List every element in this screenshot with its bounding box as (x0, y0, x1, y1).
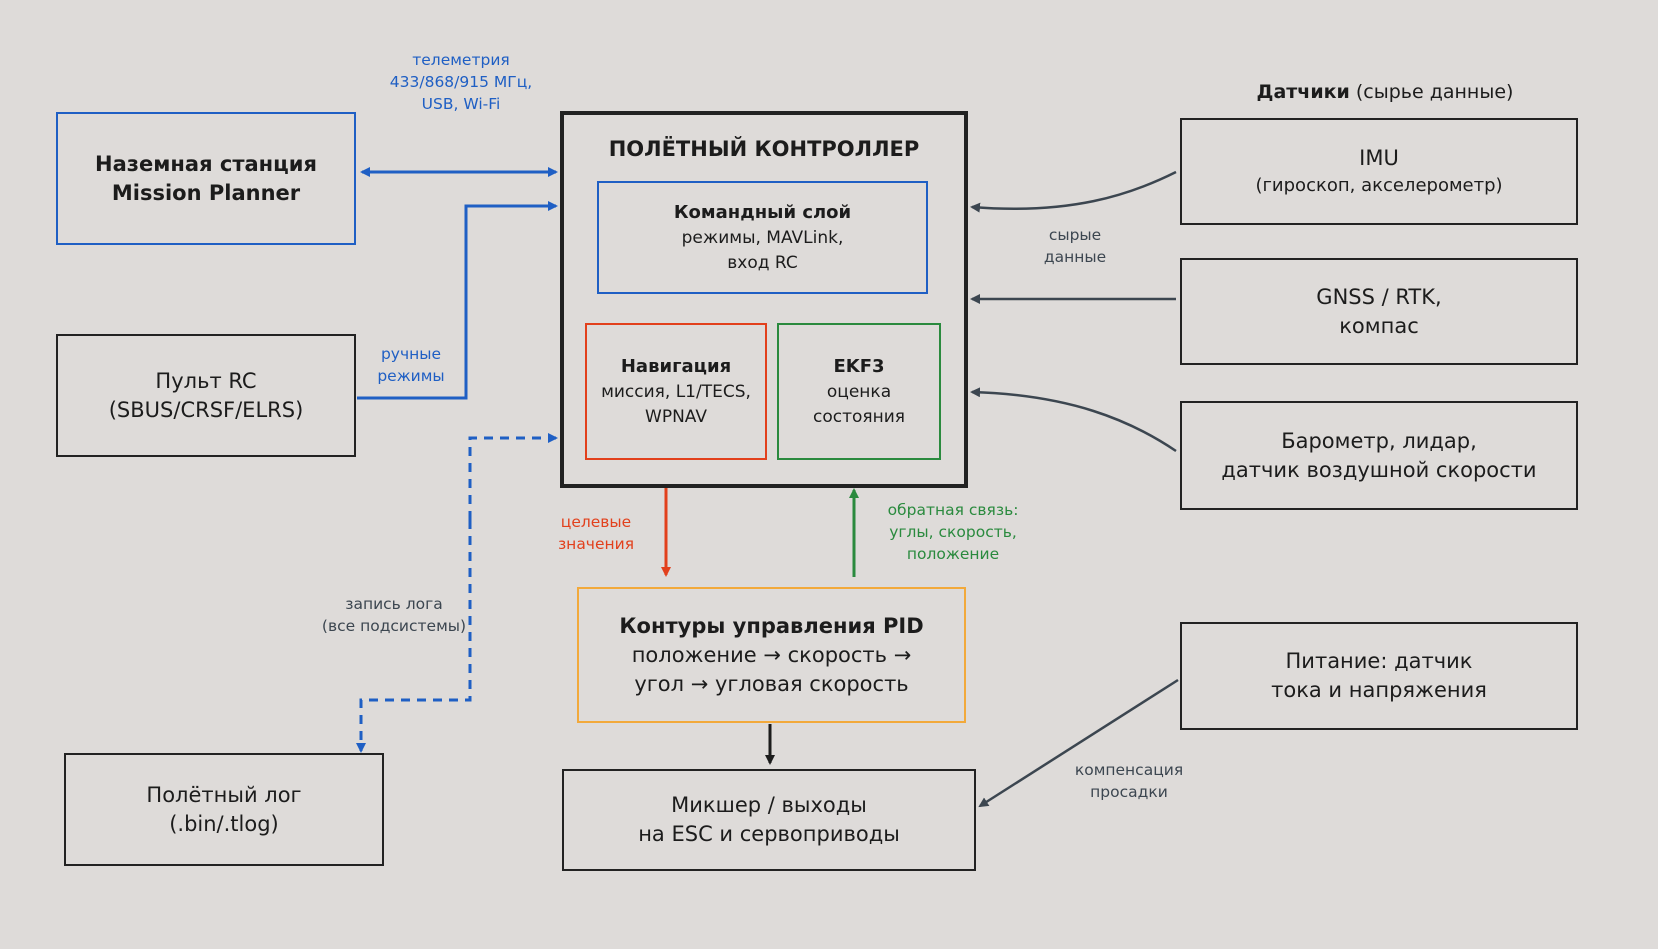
ground-station-line2: Mission Planner (111, 180, 301, 205)
label-feedback-line3: положение (906, 545, 1000, 563)
label-targets-line1: целевые (560, 513, 632, 531)
sensors-header: Датчики (сырье данные) (1180, 79, 1590, 105)
pid-box: Контуры управления PID положение → скоро… (577, 587, 966, 723)
mixer-line1: Микшер / выходы (671, 793, 867, 817)
gnss-line2: компас (1339, 313, 1419, 338)
label-sag-line2: просадки (1090, 783, 1168, 801)
baro-line1: Барометр, лидар, (1281, 428, 1477, 453)
label-feedback-line1: обратная связь: (887, 501, 1019, 519)
sensors-header-bold: Датчики (1256, 81, 1350, 103)
command-layer-line2: вход RC (727, 252, 798, 273)
flight-controller-box: ПОЛЁТНЫЙ КОНТРОЛЛЕР (560, 111, 968, 488)
pid-line1: положение → скорость → (631, 642, 912, 667)
arrow-power (978, 678, 1179, 808)
imu-line2: (гироскоп, акселерометр) (1255, 175, 1503, 196)
rc-box: Пульт RC (SBUS/CRSF/ELRS) (56, 334, 356, 457)
pid-title: Контуры управления PID (619, 613, 924, 638)
rc-line1: Пульт RC (155, 368, 257, 393)
ekf3-box: EKF3 оценка состояния (777, 323, 941, 460)
command-layer-box: Командный слой режимы, MAVLink, вход RC (597, 181, 928, 294)
gnss-box: GNSS / RTK, компас (1180, 258, 1578, 365)
power-line2: тока и напряжения (1271, 678, 1487, 702)
command-layer-line1: режимы, MAVLink, (681, 227, 844, 248)
label-log-line2: (все подсистемы) (321, 617, 467, 635)
label-manual-line1: ручные (380, 345, 442, 363)
ekf3-line2: состояния (812, 406, 905, 427)
flight-log-box: Полётный лог (.bin/.tlog) (64, 753, 384, 866)
label-feedback-line2: углы, скорость, (889, 523, 1017, 541)
baro-box: Барометр, лидар, датчик воздушной скорос… (1180, 401, 1578, 510)
arrow-baro (970, 387, 1177, 453)
power-box: Питание: датчик тока и напряжения (1180, 622, 1578, 730)
imu-line1: IMU (1359, 146, 1399, 170)
arrow-manual-modes (357, 201, 558, 400)
label-targets-line2: значения (557, 535, 635, 553)
navigation-line2: WPNAV (645, 406, 707, 427)
label-log-line1: запись лога (345, 595, 443, 613)
ground-station-line1: Наземная станция (95, 151, 317, 176)
label-raw-line2: данные (1043, 248, 1107, 266)
ekf3-title: EKF3 (833, 355, 885, 377)
arrow-log-to-fc (468, 433, 558, 520)
label-manual-line2: режимы (377, 367, 445, 385)
flight-log-line1: Полётный лог (146, 782, 302, 807)
power-line1: Питание: датчик (1285, 649, 1473, 673)
label-telemetry-line1: телеметрия (412, 51, 510, 69)
label-sag-line1: компенсация (1074, 761, 1184, 779)
flight-log-line2: (.bin/.tlog) (169, 811, 279, 836)
imu-box: IMU (гироскоп, акселерометр) (1180, 118, 1578, 225)
pid-line2: угол → угловая скорость (634, 671, 909, 696)
label-telemetry-line2: 433/868/915 МГц, (389, 73, 533, 91)
navigation-title: Навигация (620, 355, 732, 377)
rc-line2: (SBUS/CRSF/ELRS) (108, 397, 304, 422)
command-layer-title: Командный слой (673, 201, 852, 223)
label-log-record: запись лога (все подсистемы) (310, 593, 478, 637)
flight-controller-title: ПОЛЁТНЫЙ КОНТРОЛЛЕР (608, 137, 920, 161)
navigation-box: Навигация миссия, L1/TECS, WPNAV (585, 323, 767, 460)
label-feedback: обратная связь: углы, скорость, положени… (870, 499, 1036, 565)
label-sag-compensation: компенсация просадки (1066, 759, 1192, 803)
ekf3-line1: оценка (826, 381, 892, 402)
sensors-header-rest: (сырье данные) (1349, 81, 1514, 103)
arrow-imu (970, 170, 1177, 213)
baro-line2: датчик воздушной скорости (1221, 457, 1537, 482)
label-target-values: целевые значения (546, 511, 646, 555)
ground-station-box: Наземная станция Mission Planner (56, 112, 356, 245)
label-raw-data: сырые данные (1030, 224, 1120, 268)
label-manual-modes: ручные режимы (362, 343, 460, 387)
navigation-line1: миссия, L1/TECS, (601, 381, 751, 402)
label-telemetry: телеметрия 433/868/915 МГц, USB, Wi-Fi (370, 49, 552, 115)
label-raw-line1: сырые (1048, 226, 1102, 244)
label-telemetry-line3: USB, Wi-Fi (421, 95, 501, 113)
gnss-line1: GNSS / RTK, (1316, 284, 1442, 309)
mixer-line2: на ESC и сервоприводы (638, 822, 900, 846)
mixer-box: Микшер / выходы на ESC и сервоприводы (562, 769, 976, 871)
